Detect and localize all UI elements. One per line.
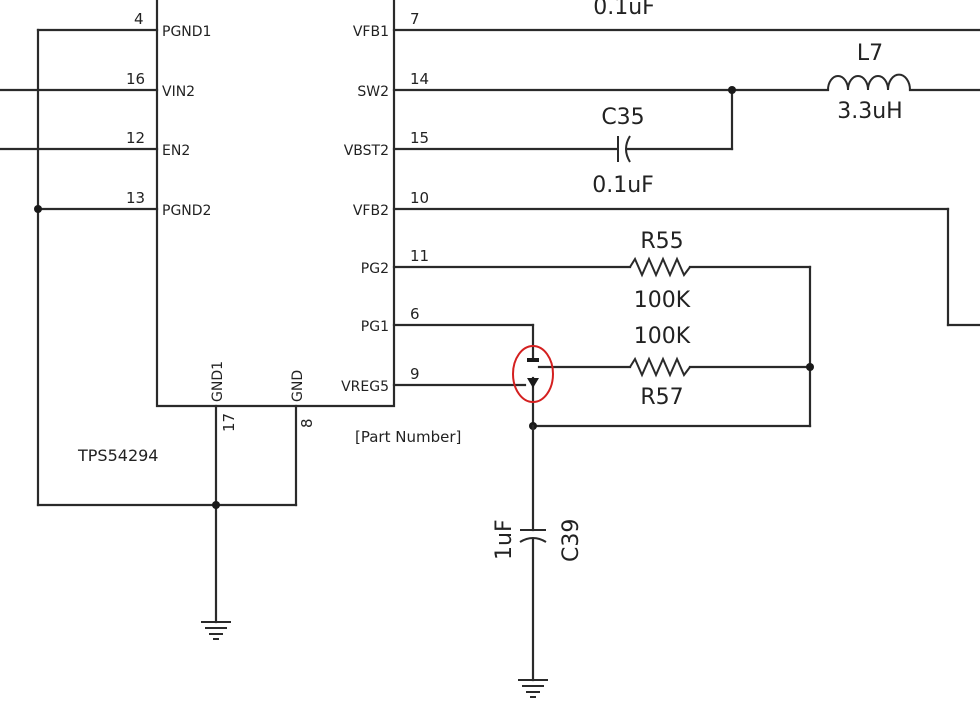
- ic-name: TPS54294: [77, 446, 158, 465]
- resistor-r57: [629, 356, 691, 378]
- pin-number: 13: [126, 189, 145, 207]
- pin-number: 7: [410, 10, 420, 28]
- part-number: [Part Number]: [355, 428, 461, 446]
- pin-label: PGND2: [162, 203, 211, 219]
- ic-body: [155, 0, 396, 408]
- capacitor-c35: [617, 135, 631, 163]
- junction-dot: [212, 501, 220, 509]
- pin-number: 15: [410, 129, 429, 147]
- pin-number: 11: [410, 247, 429, 265]
- pin-label: PG1: [361, 319, 389, 335]
- ground-symbol: [201, 621, 231, 640]
- highlight-circle: [512, 345, 554, 403]
- jumper-pad: [527, 358, 539, 362]
- r55-ref: R55: [640, 229, 683, 254]
- pin-label: VREG5: [341, 379, 389, 395]
- pin-label: EN2: [162, 143, 190, 159]
- resistor-r55: [629, 256, 691, 278]
- junction-dot: [806, 363, 814, 371]
- pin-number: 12: [126, 129, 145, 147]
- r55-value: 100K: [634, 288, 691, 313]
- pin-number: 9: [410, 365, 420, 383]
- junction-dot: [728, 86, 736, 94]
- capacitor-c39: [519, 529, 547, 543]
- ground-symbol: [518, 679, 548, 698]
- pin-label: VFB2: [353, 203, 389, 219]
- r57-value: 100K: [634, 324, 691, 349]
- pin-number: 4: [134, 10, 144, 28]
- pin-number: 17: [220, 413, 238, 432]
- pin-number: 6: [410, 305, 420, 323]
- c39-ref: C39: [559, 519, 584, 562]
- pin-label: VFB1: [353, 24, 389, 40]
- l7-ref: L7: [857, 41, 883, 66]
- pin-label: VIN2: [162, 84, 195, 100]
- pin-label: GND1: [210, 361, 226, 402]
- junction-dot: [34, 205, 42, 213]
- c35-value: 0.1uF: [592, 173, 654, 198]
- pin-label: SW2: [357, 84, 389, 100]
- cap-value: 0.1uF: [593, 0, 655, 20]
- pin-number: 14: [410, 70, 429, 88]
- jumper-pad: [527, 378, 539, 388]
- pin-label: PG2: [361, 261, 389, 277]
- pin-number: 8: [298, 418, 316, 428]
- pin-label: VBST2: [344, 143, 389, 159]
- l7-value: 3.3uH: [837, 99, 902, 124]
- r57-ref: R57: [640, 385, 683, 410]
- c35-ref: C35: [601, 105, 644, 130]
- inductor-l7: [827, 73, 911, 91]
- pin-number: 10: [410, 189, 429, 207]
- pin-label: GND: [290, 370, 306, 402]
- pin-number: 16: [126, 70, 145, 88]
- pin-label: PGND1: [162, 24, 211, 40]
- c39-value: 1uF: [492, 519, 517, 560]
